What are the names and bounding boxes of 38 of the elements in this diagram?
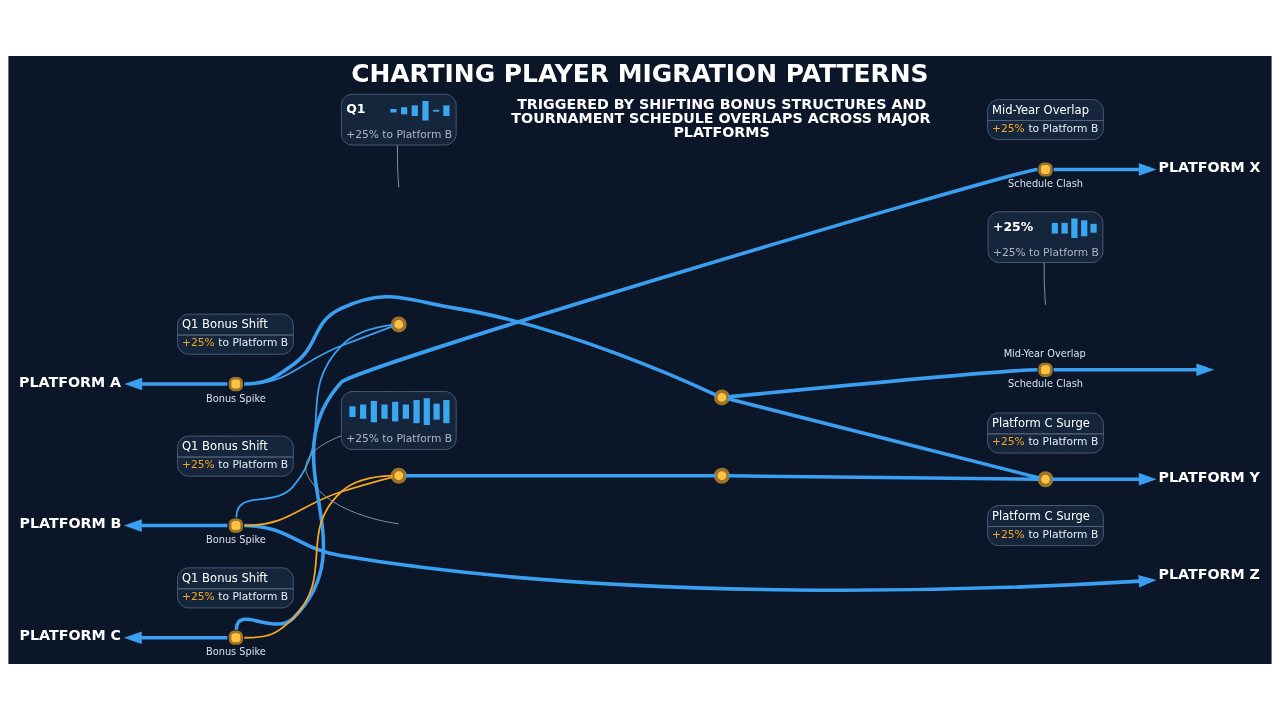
- connector: [305, 435, 400, 525]
- node-text: PLATFORM C: [19, 627, 122, 644]
- diagram-title: CHARTING PLAYER MIGRATION PATTERNS: [351, 59, 929, 89]
- arrow: [1053, 363, 1215, 377]
- connector: [727, 368, 1038, 399]
- label: TRIGGERED BY SHIFTING BONUS STRUCTURES AND TOURNAMENT SCHEDULE OVERLAPS ACROSS MAJOR PLATFORMS: [511, 95, 931, 141]
- connector: [244, 295, 717, 397]
- arrow: [124, 377, 228, 391]
- node-circle: [713, 389, 730, 406]
- node-label: Schedule Clash: [1008, 378, 1083, 390]
- arrow: [1051, 473, 1157, 486]
- node-circle: [713, 467, 730, 484]
- node-text: PLATFORM A: [19, 373, 122, 390]
- connector: [405, 473, 716, 478]
- node-text: PLATFORM Z: [1158, 565, 1260, 582]
- node-label: Schedule Clash: [1008, 178, 1083, 190]
- arrow: [123, 631, 228, 644]
- node-label: Bonus Spike: [206, 534, 266, 546]
- node-text: PLATFORM X: [1158, 158, 1261, 175]
- connector: [243, 474, 394, 639]
- node-circle: [1037, 471, 1054, 488]
- connector: [235, 324, 394, 519]
- arrow: [1053, 163, 1157, 176]
- connector: [234, 167, 1038, 631]
- connector: [728, 474, 1040, 481]
- connector: [727, 397, 1040, 480]
- node-label: Mid-Year Overlap: [1003, 348, 1086, 360]
- node-text: PLATFORM B: [19, 515, 122, 532]
- node-text: PLATFORM Y: [1158, 468, 1260, 485]
- node-label: Bonus Spike: [206, 646, 266, 658]
- node-label: Bonus Spike: [206, 392, 266, 404]
- node-circle: [390, 467, 407, 484]
- node-circle: [390, 316, 407, 333]
- connector: [1043, 262, 1046, 306]
- connector: [397, 144, 400, 188]
- connector: [243, 476, 394, 527]
- arrow: [244, 523, 1157, 592]
- arrow: [123, 519, 228, 532]
